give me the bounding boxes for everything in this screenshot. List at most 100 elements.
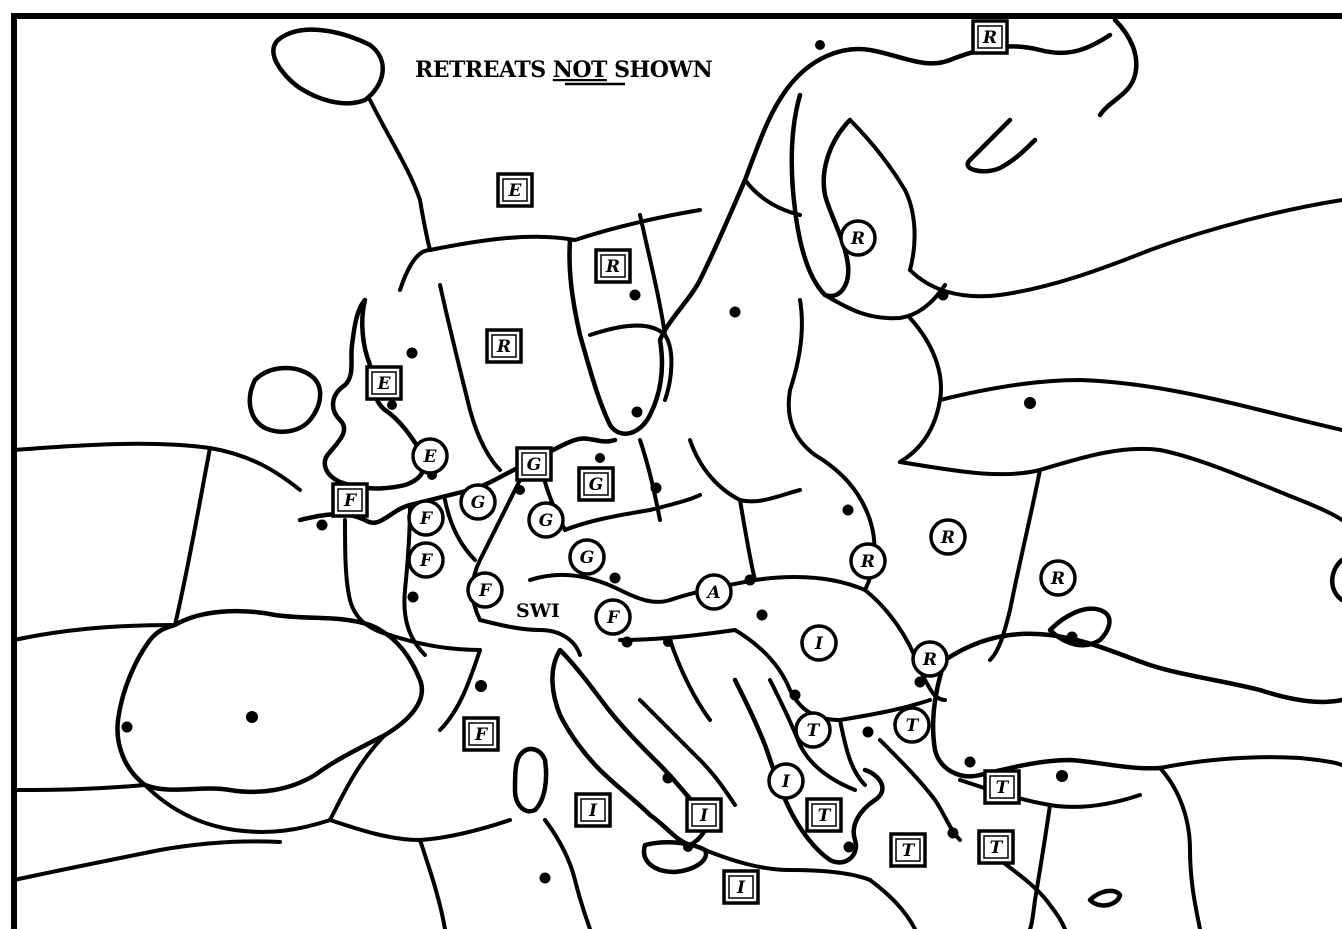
- unit-power-letter: A: [705, 583, 720, 603]
- fleet-unit-constantinople: T: [983, 769, 1021, 805]
- fleet-unit-english-channel: F: [331, 482, 369, 518]
- unit-power-letter: R: [940, 528, 955, 548]
- supply-centers: [121, 40, 1078, 884]
- unit-power-letter: G: [527, 455, 542, 475]
- unit-power-letter: F: [606, 608, 621, 628]
- army-unit-kiel: G: [527, 501, 565, 539]
- army-unit-belgium: F: [407, 499, 445, 537]
- army-unit-black-sea-coast: R: [911, 640, 949, 678]
- supply-center: [843, 841, 855, 853]
- army-unit-marseilles: F: [594, 598, 632, 636]
- army-circle: [911, 640, 949, 678]
- unit-power-letter: R: [1050, 569, 1065, 589]
- supply-center: [662, 772, 674, 784]
- army-circle: [767, 762, 805, 800]
- army-unit-burgundy: F: [466, 571, 504, 609]
- fleet-inner-square: [502, 178, 528, 202]
- army-circle: [695, 573, 733, 611]
- unit-power-letter: T: [818, 806, 832, 826]
- switzerland-label: SWI: [516, 600, 560, 622]
- unit-power-letter: R: [496, 337, 511, 357]
- army-unit-sevastopol: R: [1039, 559, 1077, 597]
- supply-center: [947, 827, 959, 839]
- fleet-unit-naples: I: [685, 797, 723, 833]
- unit-power-letter: I: [736, 878, 746, 898]
- fleet-unit-norwegian-sea: E: [496, 172, 534, 208]
- fleet-inner-square: [728, 875, 754, 899]
- army-unit-munich: G: [568, 538, 606, 576]
- unit-power-letter: I: [781, 772, 791, 792]
- unit-power-letter: E: [377, 374, 392, 394]
- army-circle: [568, 538, 606, 576]
- unit-power-letter: I: [588, 801, 598, 821]
- svg-text:RETREATS NOT SHOWN: RETREATS NOT SHOWN: [415, 57, 713, 83]
- supply-center: [729, 306, 741, 318]
- supply-center: [914, 676, 926, 688]
- fleet-inner-square: [491, 334, 517, 358]
- supply-center: [650, 482, 662, 494]
- province-borders: [12, 98, 1342, 929]
- army-unit-finland: R: [839, 219, 877, 257]
- army-circle: [411, 437, 449, 475]
- supply-center: [663, 637, 673, 647]
- supply-center: [595, 453, 605, 463]
- coastlines: [115, 17, 1342, 908]
- army-unit-serbia: T: [794, 711, 832, 749]
- supply-center: [1066, 631, 1078, 643]
- fleet-inner-square: [583, 472, 609, 496]
- fleet-unit-aegean-sea: T: [889, 832, 927, 868]
- unit-power-letter: R: [860, 552, 875, 572]
- army-unit-rumania: I: [800, 624, 838, 662]
- unit-power-letter: T: [990, 838, 1004, 858]
- army-circle: [839, 219, 877, 257]
- fleet-inner-square: [811, 803, 837, 827]
- army-circle: [849, 542, 887, 580]
- unit-power-letter: G: [539, 511, 554, 531]
- army-unit-galicia: A: [695, 573, 733, 611]
- fleet-unit-gulf-of-lyon: F: [462, 716, 500, 752]
- army-unit-ukraine: R: [849, 542, 887, 580]
- supply-center: [407, 591, 419, 603]
- army-circle: [594, 598, 632, 636]
- supply-center: [631, 406, 643, 418]
- fleet-unit-north-sea: E: [365, 365, 403, 401]
- fleet-inner-square: [580, 798, 606, 822]
- fleet-unit-greece: T: [805, 797, 843, 833]
- supply-center: [756, 609, 768, 621]
- fleet-inner-square: [521, 452, 547, 476]
- unit-power-letter: I: [699, 806, 709, 826]
- supply-center: [246, 711, 258, 723]
- supply-center: [1024, 397, 1036, 409]
- map-frame: [11, 13, 1342, 929]
- army-circle: [459, 483, 497, 521]
- unit-power-letter: R: [605, 257, 620, 277]
- army-unit-bulgaria: T: [893, 706, 931, 744]
- army-unit-holland: G: [459, 483, 497, 521]
- fleet-unit-ionian-sea: I: [722, 869, 760, 905]
- fleet-unit-skagerrak: R: [485, 328, 523, 364]
- unit-power-letter: G: [471, 493, 486, 513]
- fleet-unit-denmark: G: [515, 446, 553, 482]
- supply-center: [744, 574, 756, 586]
- supply-center: [515, 485, 525, 495]
- army-circle: [527, 501, 565, 539]
- supply-center: [629, 289, 641, 301]
- fleet-unit-tyrrhenian-sea: I: [574, 792, 612, 828]
- fleet-inner-square: [371, 371, 397, 395]
- note-emphasis: NOT: [553, 57, 608, 83]
- supply-center: [1056, 770, 1068, 782]
- unit-power-letter: T: [996, 778, 1010, 798]
- supply-center: [387, 400, 397, 410]
- army-unit-paris: F: [407, 541, 445, 579]
- fleet-unit-norway: R: [594, 248, 632, 284]
- army-circle: [466, 571, 504, 609]
- unit-power-letter: T: [807, 721, 821, 741]
- unit-power-letter: R: [850, 229, 865, 249]
- army-circle: [794, 711, 832, 749]
- unit-power-letter: T: [902, 841, 916, 861]
- fleet-inner-square: [468, 722, 494, 746]
- unit-power-letter: I: [814, 634, 824, 654]
- unit-power-letter: E: [508, 181, 523, 201]
- unit-power-letter: R: [922, 650, 937, 670]
